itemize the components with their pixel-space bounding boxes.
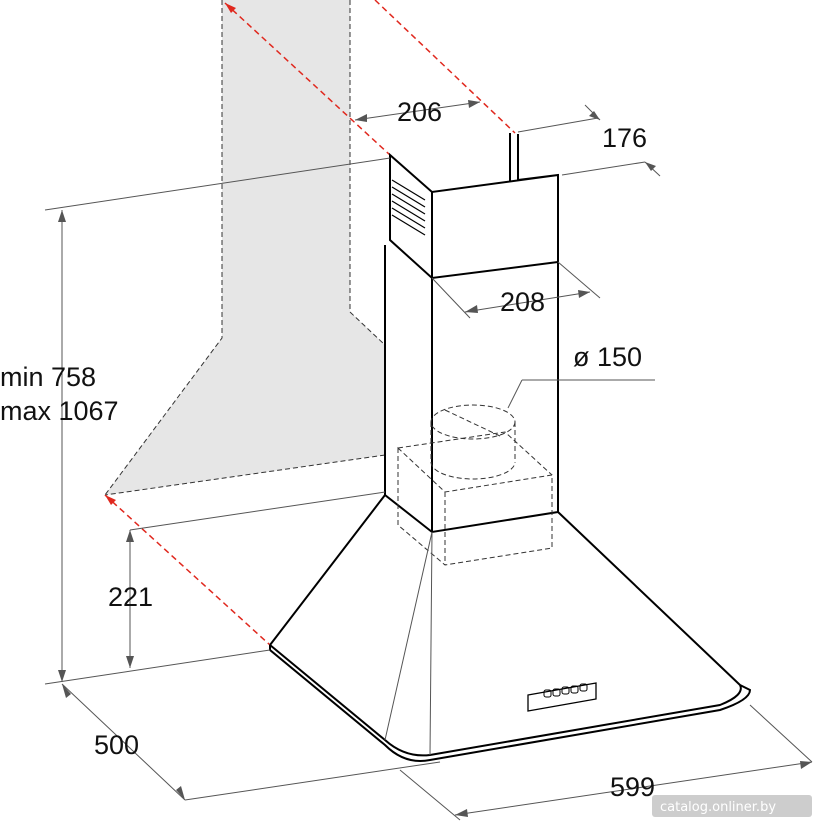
- dim-height-max: max 1067: [0, 396, 119, 426]
- watermark-bg: [652, 795, 812, 817]
- dim-height-min: min 758: [0, 362, 96, 392]
- dimension-arrowheads: [58, 100, 812, 817]
- hood-canopy: [269, 494, 752, 762]
- dimension-lines: [44, 101, 813, 821]
- dim-hood-height: 221: [108, 582, 153, 612]
- watermark-text: catalog.onliner.by: [660, 800, 776, 815]
- upper-chimney: [389, 133, 559, 280]
- dim-chimney-lower-width: 208: [500, 287, 545, 317]
- dim-hood-width: 599: [610, 772, 655, 802]
- red-guide-top-left: [224, 2, 391, 156]
- dim-hood-depth: 500: [94, 730, 139, 760]
- control-panel: [527, 682, 597, 712]
- hood-inner-edges: [384, 531, 433, 756]
- red-arrow-head-bottom: [105, 495, 116, 505]
- outlet-cylinder: [430, 404, 516, 480]
- red-arrow-head-top: [225, 3, 236, 13]
- dim-chimney-depth: 176: [602, 123, 647, 153]
- wall-silhouette: [105, 0, 385, 495]
- hidden-motor-box: [397, 431, 553, 566]
- red-guide-top-right: [374, 0, 516, 134]
- wall-silhouette-edge: [104, 0, 386, 496]
- dim-outlet-diameter: ø 150: [573, 342, 642, 372]
- dim-chimney-width: 206: [397, 97, 442, 127]
- vent-slots: [391, 179, 426, 236]
- red-guide-bottom: [104, 494, 271, 646]
